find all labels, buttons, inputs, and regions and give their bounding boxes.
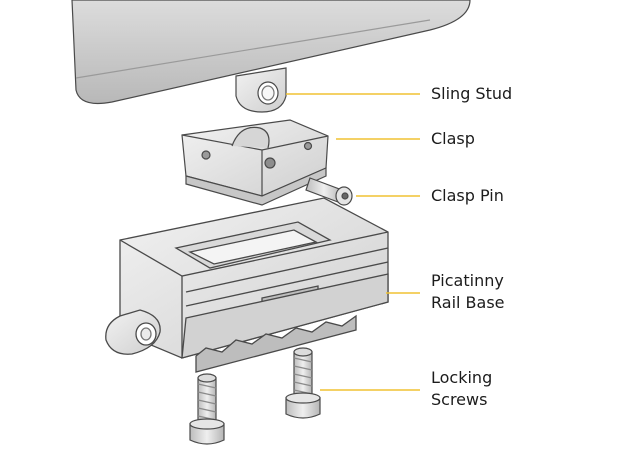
label-picatinny-rail-base: Picatinny Rail Base (431, 270, 505, 314)
label-clasp-pin: Clasp Pin (431, 185, 504, 207)
label-sling-stud: Sling Stud (431, 83, 512, 105)
label-locking-screws-line-1: Locking (431, 368, 493, 387)
locking-screw-right-part (285, 347, 321, 419)
leader-lines (286, 93, 420, 391)
clasp-pin-part (305, 177, 353, 206)
label-clasp-line-1: Clasp (431, 129, 475, 148)
sling-stud-part (235, 67, 287, 113)
label-picatinny-rail-base-line-1: Picatinny (431, 271, 504, 290)
label-sling-stud-line-1: Sling Stud (431, 84, 513, 103)
label-picatinny-rail-base-line-2: Rail Base (431, 293, 505, 312)
label-locking-screws-line-2: Screws (431, 390, 488, 409)
label-locking-screws: Locking Screws (431, 367, 492, 411)
clasp-part (181, 119, 329, 206)
picatinny-rail-base-part (105, 197, 389, 373)
label-clasp: Clasp (431, 128, 475, 150)
stock-tube (71, 0, 471, 105)
label-clasp-pin-line-1: Clasp Pin (431, 186, 504, 205)
locking-screw-left-part (189, 373, 225, 445)
